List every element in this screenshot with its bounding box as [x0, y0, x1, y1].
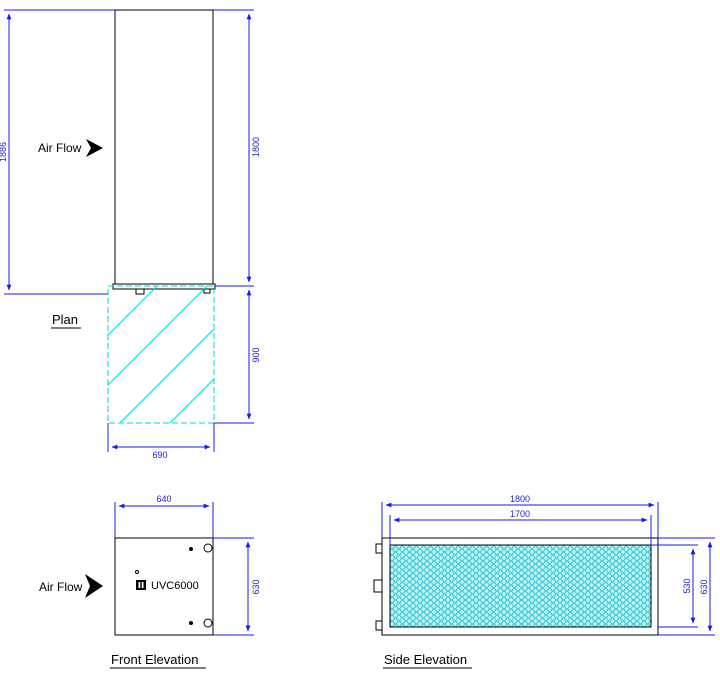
plan-unit-foot [203, 288, 211, 294]
front-logo-icon [136, 580, 146, 590]
front-indicator-icon [135, 570, 139, 574]
plan-dim-clearance: 900 [251, 347, 261, 362]
front-airflow-arrow-icon [85, 574, 103, 598]
front-airflow-label: Air Flow [39, 580, 83, 594]
plan-clearance-zone [107, 285, 215, 424]
plan-unit-foot [135, 288, 145, 295]
side-connector-icon [375, 543, 383, 554]
front-model-label: UVC6000 [151, 580, 199, 592]
side-dim-height-overall: 630 [699, 579, 709, 594]
front-screw-icon [189, 547, 193, 551]
front-unit-body [114, 537, 214, 636]
side-connector-icon [373, 579, 383, 593]
front-dim-height: 630 [251, 579, 261, 594]
side-elevation-view: 1800 1700 530 630 Side Elevation [373, 494, 715, 669]
side-dim-length-overall: 1800 [510, 494, 530, 504]
plan-airflow-label: Air Flow [38, 141, 82, 155]
plan-dim-clearance-width: 690 [152, 450, 167, 460]
front-elevation-title: Front Elevation [111, 652, 198, 667]
plan-view: Air Flow 1886 1800 900 690 Plan [0, 9, 261, 460]
front-screw-icon [189, 621, 193, 625]
plan-dim-overall-length: 1886 [0, 142, 8, 162]
plan-dim-unit-length: 1800 [251, 137, 261, 157]
side-connector-icon [375, 620, 383, 631]
plan-airflow-arrow-icon [86, 139, 103, 157]
side-dim-height-inner: 530 [682, 578, 692, 593]
side-elevation-title: Side Elevation [384, 652, 467, 667]
front-elevation-view: UVC6000 Air Flow 640 630 Front Elevation [39, 494, 261, 669]
side-dim-length-inner: 1700 [510, 509, 530, 519]
front-port-icon [203, 618, 213, 628]
side-filter-panel [389, 544, 652, 628]
plan-unit-body [114, 9, 214, 287]
plan-view-title: Plan [52, 312, 78, 327]
front-dim-width: 640 [156, 494, 171, 504]
front-port-icon [203, 543, 213, 553]
